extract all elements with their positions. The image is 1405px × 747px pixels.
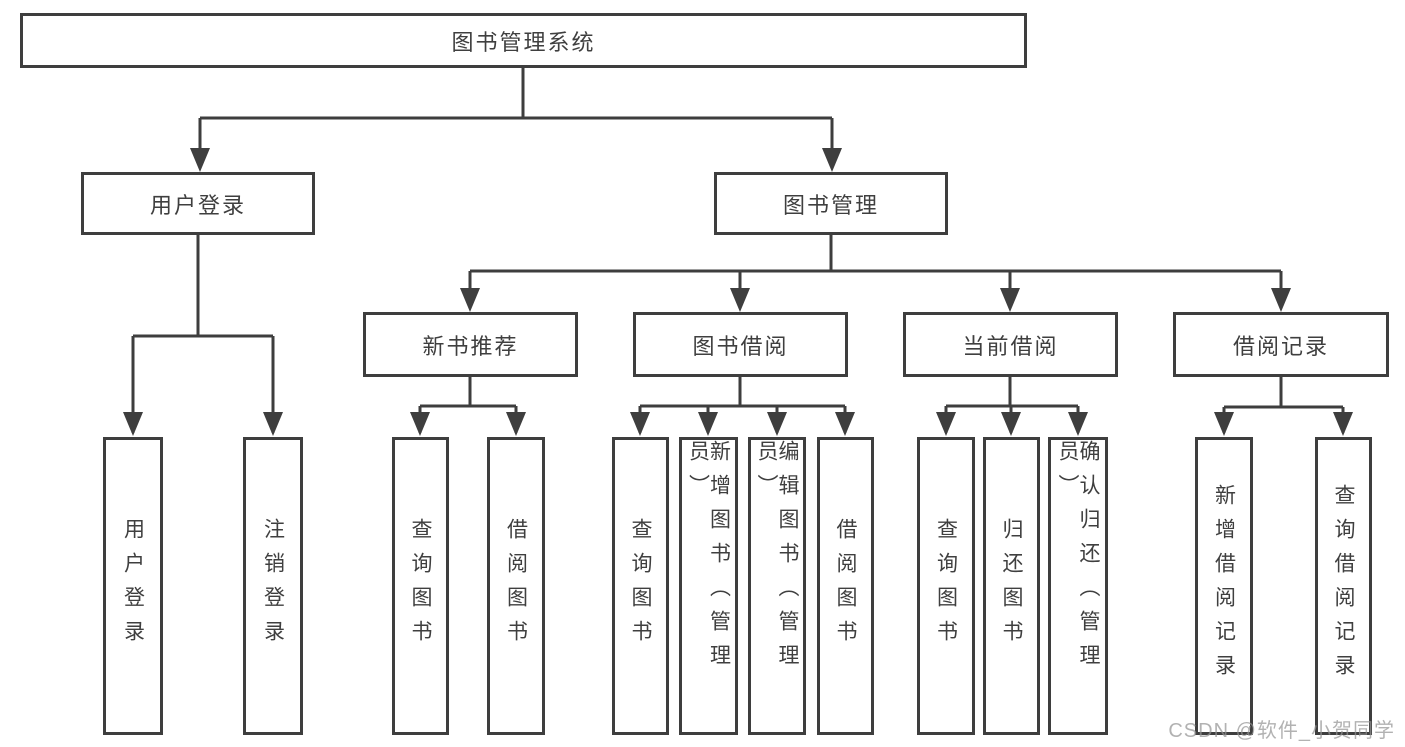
leaf-borrowing-add-books-admin: 新增图书（管理员） xyxy=(679,437,738,735)
arrow-down-icon xyxy=(190,148,210,172)
arrow-down-icon xyxy=(730,288,750,312)
node-label: 编辑图书（管理员） xyxy=(755,440,799,678)
arrow-down-icon xyxy=(1000,288,1020,312)
leaf-current-confirm-return-admin: 确认归还（管理员） xyxy=(1048,437,1108,735)
node-label: 图书管理系统 xyxy=(451,29,596,55)
node-label: 新增借阅记录 xyxy=(1212,484,1236,688)
node-label: 新书推荐 xyxy=(422,333,519,359)
leaf-records-add-borrow-record: 新增借阅记录 xyxy=(1195,437,1253,735)
arrow-down-icon xyxy=(263,412,283,436)
arrow-down-icon xyxy=(1068,412,1088,436)
leaf-borrowing-query-books: 查询图书 xyxy=(612,437,669,735)
arrow-down-icon xyxy=(410,412,430,436)
node-borrowing-records: 借阅记录 xyxy=(1173,312,1389,377)
csdn-watermark: CSDN @软件_小贺同学 xyxy=(1168,720,1395,742)
node-label: 用户登录 xyxy=(149,192,246,218)
arrow-down-icon xyxy=(1271,288,1291,312)
arrowhead-icons xyxy=(123,148,1353,436)
connector-user-login xyxy=(131,235,275,433)
leaf-recommend-borrow-books: 借阅图书 xyxy=(487,437,545,735)
arrow-down-icon xyxy=(698,412,718,436)
connector-book-management xyxy=(468,235,1283,308)
node-label: 注销登录 xyxy=(261,518,285,654)
connector-book-borrowing xyxy=(638,377,847,433)
node-label: 借阅记录 xyxy=(1232,333,1329,359)
connector-borrowing-records xyxy=(1222,377,1345,433)
node-label: 查询图书 xyxy=(629,518,652,654)
node-book-borrowing: 图书借阅 xyxy=(633,312,848,377)
node-label: 新增图书（管理员） xyxy=(686,440,731,678)
arrow-down-icon xyxy=(1001,412,1021,436)
arrow-down-icon xyxy=(1333,412,1353,436)
arrow-down-icon xyxy=(767,412,787,436)
connector-root xyxy=(198,68,834,168)
node-label: 借阅图书 xyxy=(834,518,857,654)
node-label: 归还图书 xyxy=(1000,518,1023,654)
node-root-library-management-system: 图书管理系统 xyxy=(20,13,1027,68)
node-label: 查询图书 xyxy=(934,518,958,654)
node-label: 用户登录 xyxy=(121,518,145,654)
node-label: 查询图书 xyxy=(409,518,432,654)
arrow-down-icon xyxy=(835,412,855,436)
node-new-book-recommendation: 新书推荐 xyxy=(363,312,578,377)
arrow-down-icon xyxy=(123,412,143,436)
leaf-user-login: 用户登录 xyxy=(103,437,163,735)
leaf-records-query-borrow-record: 查询借阅记录 xyxy=(1315,437,1372,735)
node-user-login: 用户登录 xyxy=(81,172,315,235)
leaf-current-query-books: 查询图书 xyxy=(917,437,975,735)
node-current-borrowing: 当前借阅 xyxy=(903,312,1118,377)
node-label: 图书借阅 xyxy=(692,333,789,359)
node-label: 当前借阅 xyxy=(962,333,1059,359)
leaf-recommend-query-books: 查询图书 xyxy=(392,437,449,735)
arrow-down-icon xyxy=(630,412,650,436)
leaf-current-return-books: 归还图书 xyxy=(983,437,1040,735)
arrow-down-icon xyxy=(1214,412,1234,436)
node-label: 确认归还（管理员） xyxy=(1056,440,1100,678)
arrow-down-icon xyxy=(822,148,842,172)
leaf-borrowing-borrow-books: 借阅图书 xyxy=(817,437,874,735)
leaf-borrowing-edit-books-admin: 编辑图书（管理员） xyxy=(748,437,806,735)
connector-new-book-recommendation xyxy=(418,377,518,433)
node-label: 借阅图书 xyxy=(504,518,528,654)
node-label: 查询借阅记录 xyxy=(1332,484,1355,688)
node-book-management: 图书管理 xyxy=(714,172,948,235)
arrow-down-icon xyxy=(936,412,956,436)
node-label: 图书管理 xyxy=(782,192,879,218)
arrow-down-icon xyxy=(506,412,526,436)
leaf-logout-login: 注销登录 xyxy=(243,437,303,735)
arrow-down-icon xyxy=(460,288,480,312)
